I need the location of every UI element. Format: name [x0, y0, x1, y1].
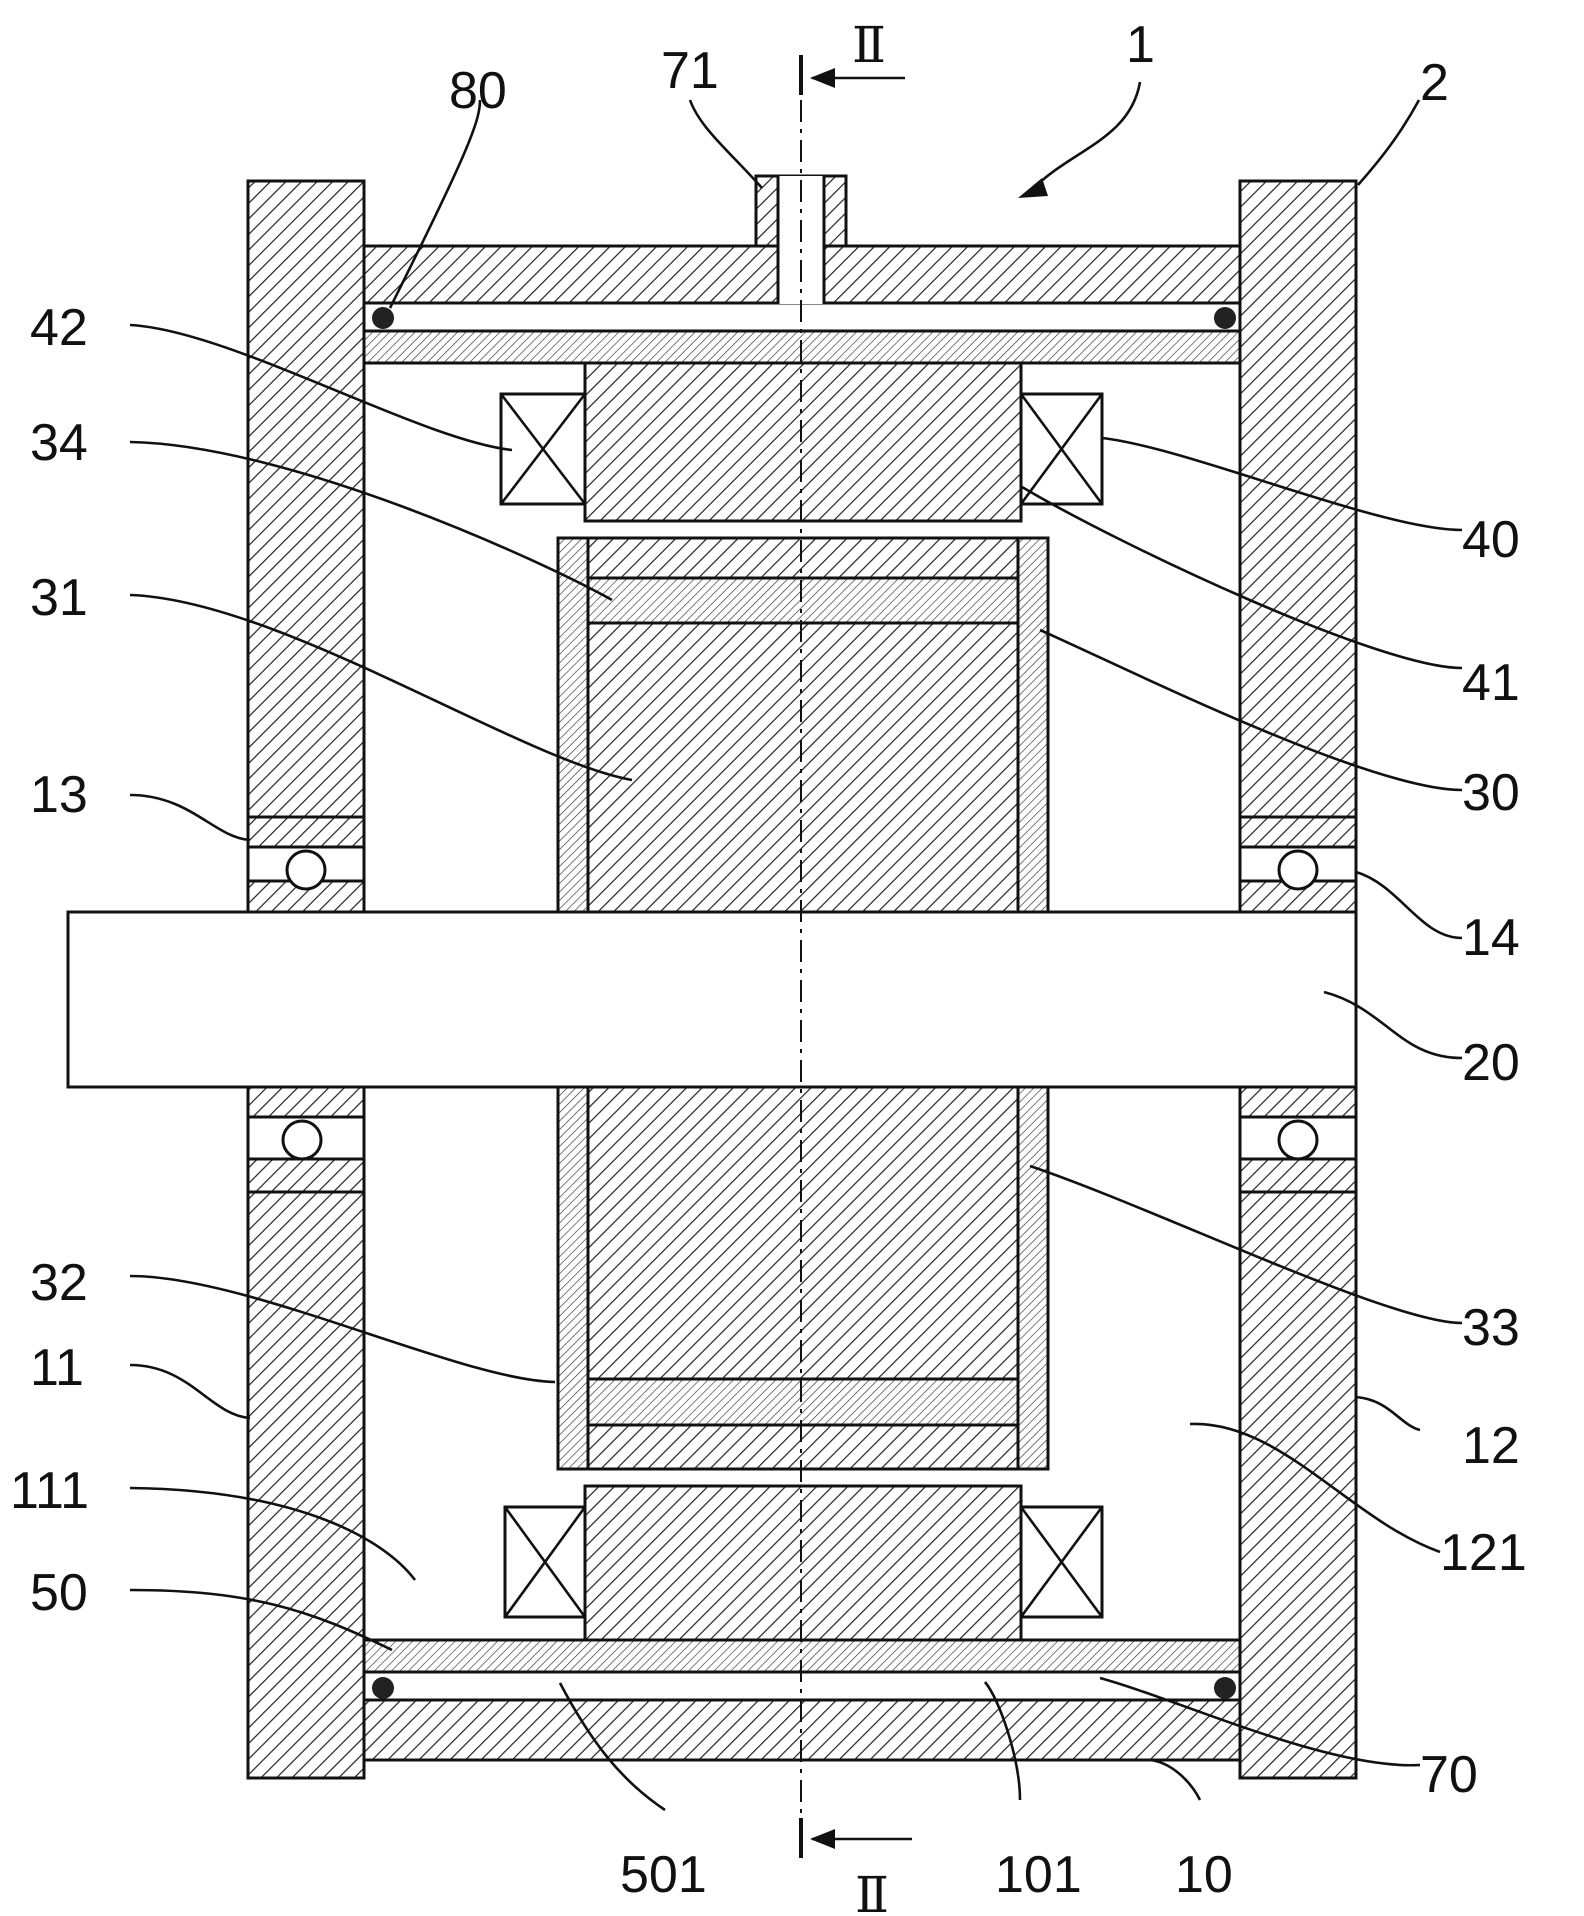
leader-lines — [129, 81, 1463, 1812]
bearing-right-lower — [1238, 1085, 1358, 1194]
section-mark-top — [799, 55, 905, 95]
label-13: 13 — [30, 766, 88, 824]
section-mark-bottom — [799, 1818, 912, 1858]
label-50: 50 — [30, 1564, 88, 1622]
coil-lower-left — [503, 1505, 587, 1619]
label-42: 42 — [30, 299, 88, 357]
label-40: 40 — [1462, 511, 1520, 569]
seal-ring-bottom-left — [372, 1677, 394, 1699]
label-10: 10 — [1175, 1846, 1233, 1904]
label-31: 31 — [30, 569, 88, 627]
label-80: 80 — [449, 62, 507, 120]
stator-core-upper — [583, 361, 1023, 523]
seal-ring-top-right — [1214, 307, 1236, 329]
label-501: 501 — [620, 1846, 707, 1904]
bearing-right-upper — [1238, 815, 1358, 914]
section-label-top: Ⅱ — [852, 17, 886, 73]
label-2: 2 — [1420, 54, 1449, 112]
label-32: 32 — [30, 1254, 88, 1312]
label-111: 111 — [10, 1462, 89, 1520]
label-33: 33 — [1462, 1299, 1520, 1357]
label-12: 12 — [1462, 1417, 1520, 1475]
label-101: 101 — [995, 1846, 1082, 1904]
coil-upper-left — [499, 392, 587, 506]
section-label-bottom: Ⅱ — [855, 1867, 889, 1916]
bearing-left-upper — [246, 815, 366, 914]
stator-core-lower — [583, 1484, 1023, 1642]
coil-upper-right — [1019, 392, 1104, 506]
label-1: 1 — [1126, 16, 1155, 74]
coil-lower-right — [1019, 1505, 1104, 1619]
shaft — [66, 910, 1358, 1089]
side-wall-left — [246, 179, 366, 1780]
label-34: 34 — [30, 414, 88, 472]
label-70: 70 — [1420, 1746, 1478, 1804]
rotor-upper — [556, 536, 1050, 914]
label-71: 71 — [661, 42, 719, 100]
label-41: 41 — [1462, 654, 1520, 712]
rotor-lower — [556, 1085, 1050, 1471]
label-121: 121 — [1440, 1524, 1527, 1582]
label-14: 14 — [1462, 909, 1520, 967]
arrow-label-1 — [1018, 178, 1048, 198]
label-11: 11 — [30, 1339, 84, 1397]
seal-ring-top-left — [372, 307, 394, 329]
side-wall-right — [1238, 179, 1358, 1780]
label-30: 30 — [1462, 764, 1520, 822]
bearing-left-lower — [246, 1085, 366, 1194]
label-20: 20 — [1462, 1034, 1520, 1092]
seal-ring-bottom-right — [1214, 1677, 1236, 1699]
